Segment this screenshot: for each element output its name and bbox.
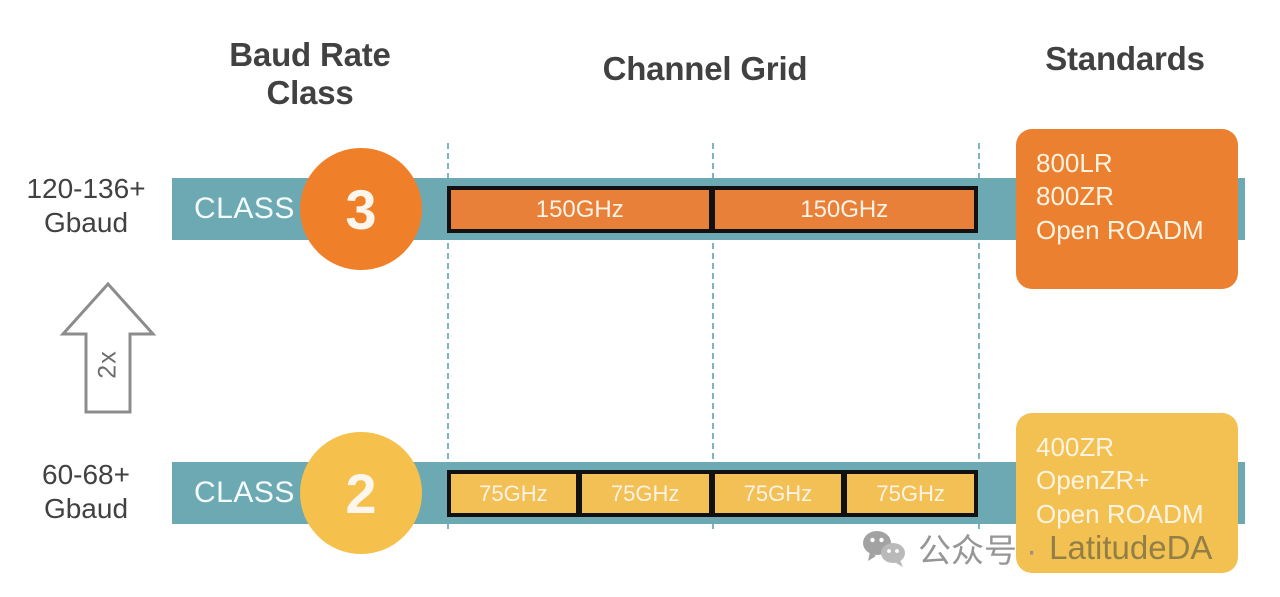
baud-rate-label-class-3-line1: 120-136+ (26, 173, 146, 204)
arrow-up-icon (59, 281, 157, 414)
standards-line: Open ROADM (1036, 214, 1204, 245)
channel-box: 75GHz (579, 470, 713, 517)
baud-rate-label-class-3: 120-136+ Gbaud (0, 172, 172, 240)
channel-grid-row-class-2: 75GHz 75GHz 75GHz 75GHz (447, 470, 978, 517)
scaling-arrow: 2x (58, 278, 158, 418)
baud-rate-label-class-2: 60-68+ Gbaud (0, 458, 172, 526)
channel-grid-guide-line-center (712, 143, 714, 529)
channel-grid-guide-line-right (978, 143, 980, 529)
channel-box: 75GHz (447, 470, 580, 517)
column-header-baud-rate-class-line2: Class (266, 73, 354, 111)
column-header-baud-rate-class: Baud Rate Class (170, 36, 450, 112)
standards-line: OpenZR+ (1036, 465, 1150, 496)
baud-rate-label-class-2-line1: 60-68+ (42, 459, 130, 490)
channel-box: 150GHz (712, 186, 978, 233)
standards-line: 800ZR (1036, 181, 1115, 212)
channel-grid-guide-line-left (447, 143, 449, 529)
class-circle-2-number: 2 (345, 461, 377, 525)
class-circle-3: 3 (300, 148, 422, 270)
standards-card-class-3: 800LR 800ZR Open ROADM (1016, 129, 1238, 289)
baud-rate-label-class-3-line2: Gbaud (43, 207, 129, 239)
standards-line: 400ZR (1036, 432, 1115, 462)
class-band-2-label: CLASS (194, 476, 295, 509)
standards-line: Open ROADM (1036, 498, 1204, 529)
standards-card-class-2: 400ZR OpenZR+ Open ROADM (1016, 413, 1238, 573)
column-header-baud-rate-class-line1: Baud Rate (229, 36, 391, 73)
column-header-standards: Standards (1045, 40, 1205, 77)
channel-grid-row-class-3: 150GHz 150GHz (447, 186, 978, 233)
scaling-arrow-label: 2x (93, 350, 122, 379)
channel-box: 150GHz (447, 186, 713, 233)
class-circle-3-number: 3 (345, 177, 377, 241)
class-band-3-label: CLASS (194, 192, 295, 225)
standards-line: 800LR (1036, 148, 1113, 178)
column-header-channel-grid: Channel Grid (602, 50, 808, 87)
channel-box: 75GHz (712, 470, 846, 517)
wechat-icon (863, 531, 905, 567)
class-circle-2: 2 (300, 432, 422, 554)
baud-rate-label-class-2-line2: Gbaud (43, 493, 129, 525)
channel-box: 75GHz (845, 470, 978, 517)
